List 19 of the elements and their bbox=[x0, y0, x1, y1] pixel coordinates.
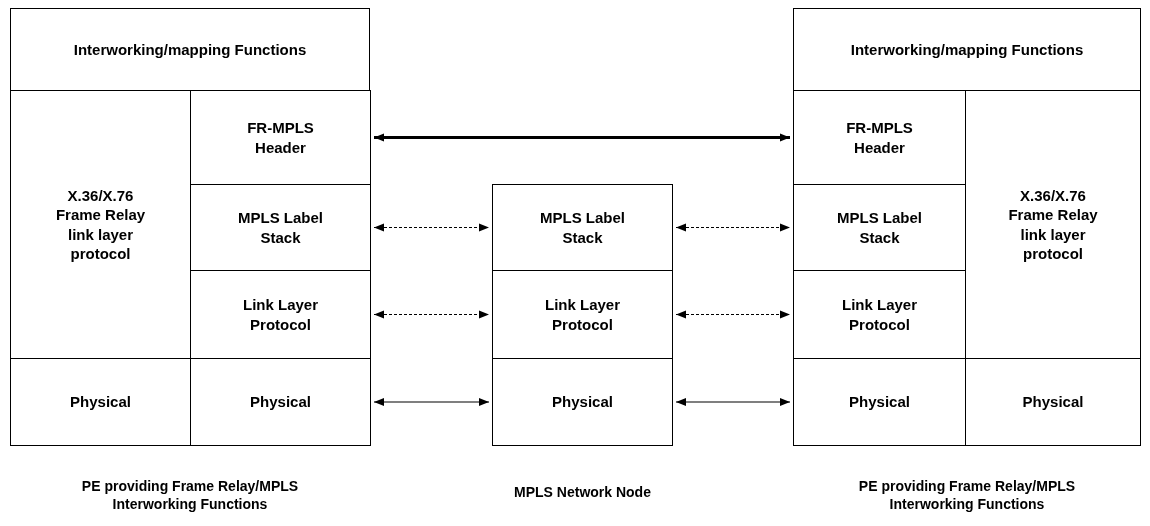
arrow bbox=[373, 223, 490, 232]
arrow bbox=[373, 398, 490, 406]
protocol-layer-box: Physical bbox=[793, 358, 966, 446]
arrow bbox=[675, 223, 791, 232]
protocol-layer-box: Physical bbox=[965, 358, 1141, 446]
caption: MPLS Network Node bbox=[513, 484, 652, 502]
caption: PE providing Frame Relay/MPLS Interworking Functions bbox=[857, 478, 1077, 513]
protocol-layer-box: Link Layer Protocol bbox=[492, 270, 673, 359]
protocol-layer-box: MPLS Label Stack bbox=[492, 184, 673, 271]
protocol-layer-box: Physical bbox=[492, 358, 673, 446]
arrow bbox=[374, 133, 790, 142]
caption: PE providing Frame Relay/MPLS Interworking Functions bbox=[80, 478, 300, 513]
protocol-layer-box: Interworking/mapping Functions bbox=[793, 8, 1141, 91]
arrow bbox=[675, 310, 791, 319]
protocol-layer-box: Physical bbox=[190, 358, 371, 446]
arrow bbox=[373, 310, 490, 319]
arrow bbox=[675, 398, 791, 406]
protocol-layer-box: Physical bbox=[10, 358, 191, 446]
protocol-layer-box: Interworking/mapping Functions bbox=[10, 8, 370, 91]
